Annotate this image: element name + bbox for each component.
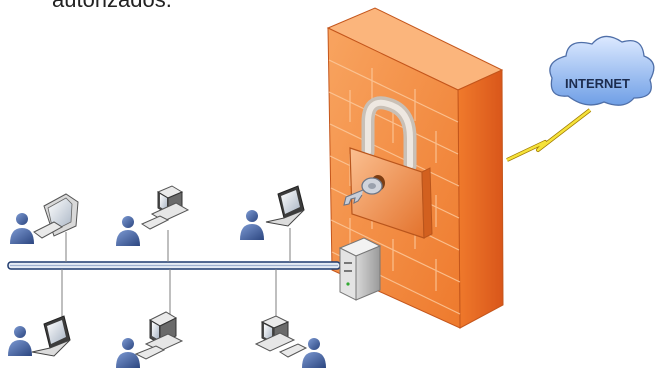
- user-icon: [302, 338, 326, 368]
- lightning-bolt-icon: [506, 108, 592, 162]
- drop-lines: [61, 228, 291, 322]
- user-icon: [116, 338, 140, 368]
- network-bus: [7, 261, 341, 270]
- laptop-icon: [265, 185, 305, 227]
- key-icon: [343, 177, 383, 206]
- caption-text: autorizados.: [52, 0, 172, 13]
- desktop-computer-icon: [134, 311, 184, 360]
- server-icon: [338, 237, 382, 301]
- laptop-icon: [31, 315, 71, 357]
- user-icon: [116, 216, 140, 246]
- desktop-computer-icon: [254, 315, 308, 358]
- user-icon: [8, 326, 32, 356]
- desktop-computer-icon: [140, 185, 190, 230]
- user-icon: [240, 210, 264, 240]
- crt-monitor-icon: [33, 193, 79, 239]
- internet-label: INTERNET: [565, 76, 630, 91]
- user-icon: [10, 213, 34, 244]
- cloud-icon: [549, 35, 655, 106]
